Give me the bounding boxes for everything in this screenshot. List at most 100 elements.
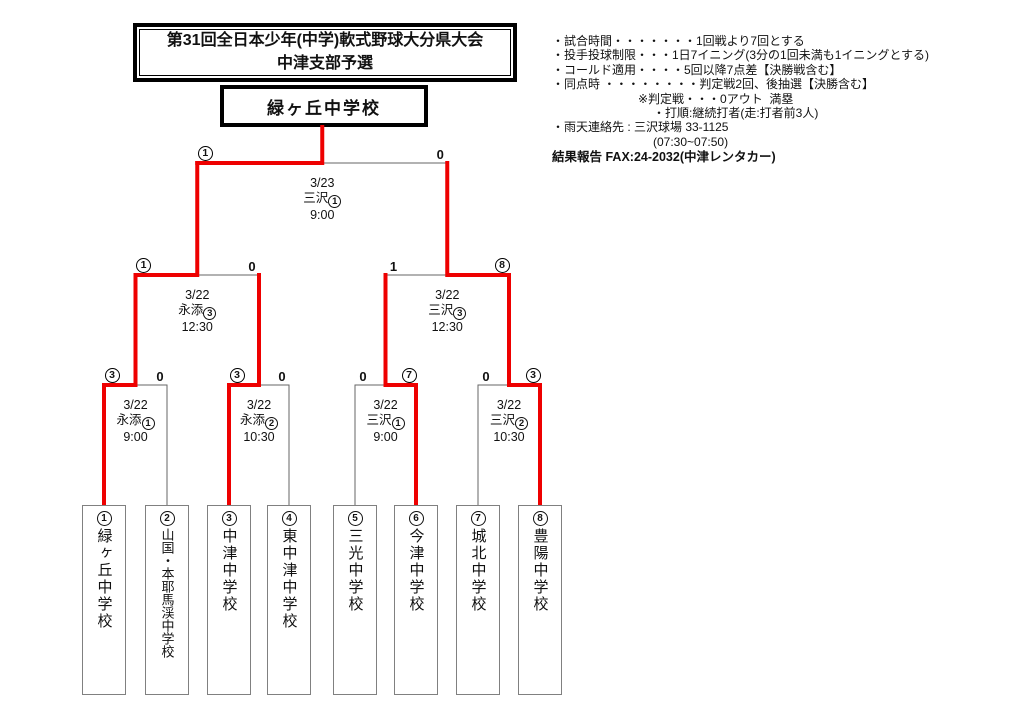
venue-court-number: 1 [328,195,342,209]
winner-path-quarterfinal [227,273,261,507]
score-left: 0 [475,366,497,383]
team-seed-number: 2 [159,511,175,526]
rules-note-line: ・打順:継続打者(走:打者前3人) [653,106,819,121]
tournament-title-line1: 第31回全日本少年(中学)軟式野球大分県大会 [166,32,484,50]
rules-note-line: ※判定戦・・・0アウト 満塁 [638,91,794,106]
team-seed-number: 4 [281,511,297,526]
venue-name: 三沢 [428,303,454,317]
rules-note-line: ・同点時 ・・・・・・・・判定戦2回、後抽選【決勝含む】 [552,77,875,92]
venue-court-number: 3 [203,307,217,321]
score-right: 0 [241,256,263,273]
winner-score-circled: 8 [494,258,510,273]
winner-path-final [195,125,325,165]
winner-score-circled: 1 [197,146,213,161]
team-box-4: 4 東中津中学校 [267,505,311,695]
loser-score: 0 [248,259,256,274]
venue-court-number: 2 [265,417,279,431]
winner-path-quarterfinal [507,273,542,507]
team-seed-number: 5 [347,511,363,526]
loser-score: 0 [278,369,286,384]
venue-court-number: 3 [453,307,467,321]
winner-path-semifinal [445,161,511,277]
venue-name: 永添 [178,303,204,317]
venue-court-number: 1 [141,417,155,431]
winner-path-quarterfinal [383,273,418,507]
venue-name: 三沢 [303,191,329,205]
rules-note-line: ・コールド適用・・・・5回以降7点差【決勝戦含む】 [552,62,842,77]
rules-note-line: (07:30~07:50) [653,134,729,149]
loser-score: 0 [359,369,367,384]
match-time: 10:30 [493,430,525,445]
tournament-title-line2: 中津支部予選 [276,54,373,72]
rules-note-line: ・投手投球制限・・・1日7イニング(3分の1回未満も1イニングとする) [552,48,930,63]
match-date: 3/23 [310,176,335,190]
team-seed-number: 7 [470,511,486,526]
score-left: 1 [133,256,155,273]
tournament-title: 第31回全日本少年(中学)軟式野球大分県大会 中津支部予選 [139,29,511,76]
score-left: 1 [383,256,405,273]
team-name: 豊陽中学校 [531,528,549,613]
match-date: 3/22 [123,398,148,412]
winner-score-circled: 3 [229,368,245,383]
winner-score-circled: 3 [525,368,541,383]
winner-path-quarterfinal [102,273,138,507]
team-name: 緑ヶ丘中学校 [95,528,113,630]
team-box-6: 6 今津中学校 [394,505,438,695]
score-right: 0 [271,366,293,383]
score-right: 8 [491,256,513,273]
match-date: 3/22 [373,398,398,412]
winner-score-circled: 3 [104,368,120,383]
match-date: 3/22 [496,398,522,412]
team-name: 今津中学校 [407,528,425,613]
venue-court-number: 1 [391,417,405,431]
team-box-5: 5 三光中学校 [333,505,377,695]
rules-note-line: 結果報告 FAX:24-2032(中津レンタカー) [552,150,776,165]
winner-score-circled: 7 [401,368,417,383]
team-name: 城北中学校 [469,528,487,613]
winner-path-semifinal [133,161,200,277]
team-name: 東中津中学校 [280,528,298,630]
venue-name: 永添 [239,413,266,427]
match-date: 3/22 [185,288,210,302]
tournament-title-box: 第31回全日本少年(中学)軟式野球大分県大会 中津支部予選 [133,23,517,82]
score-right: 0 [149,366,171,383]
score-left: 3 [101,366,123,383]
venue-court-number: 2 [515,417,529,431]
score-left: 0 [352,366,374,383]
venue-name: 三沢 [489,413,516,427]
team-seed-number: 6 [408,511,424,526]
team-name: 三光中学校 [346,528,364,613]
match-time: 10:30 [243,430,275,445]
score-right: 7 [398,366,420,383]
match-date: 3/22 [435,288,460,302]
venue-name: 永添 [116,413,142,427]
loser-score: 0 [482,369,490,384]
score-left: 1 [194,144,216,161]
team-seed-number: 1 [96,511,112,526]
match-time: 9:00 [373,430,398,445]
loser-score: 1 [389,259,398,274]
score-right: 3 [522,366,544,383]
rules-note-line: ・雨天連絡先 : 三沢球場 33-1125 [552,120,729,135]
match-time: 12:30 [431,320,463,335]
loser-score: 0 [156,369,164,384]
